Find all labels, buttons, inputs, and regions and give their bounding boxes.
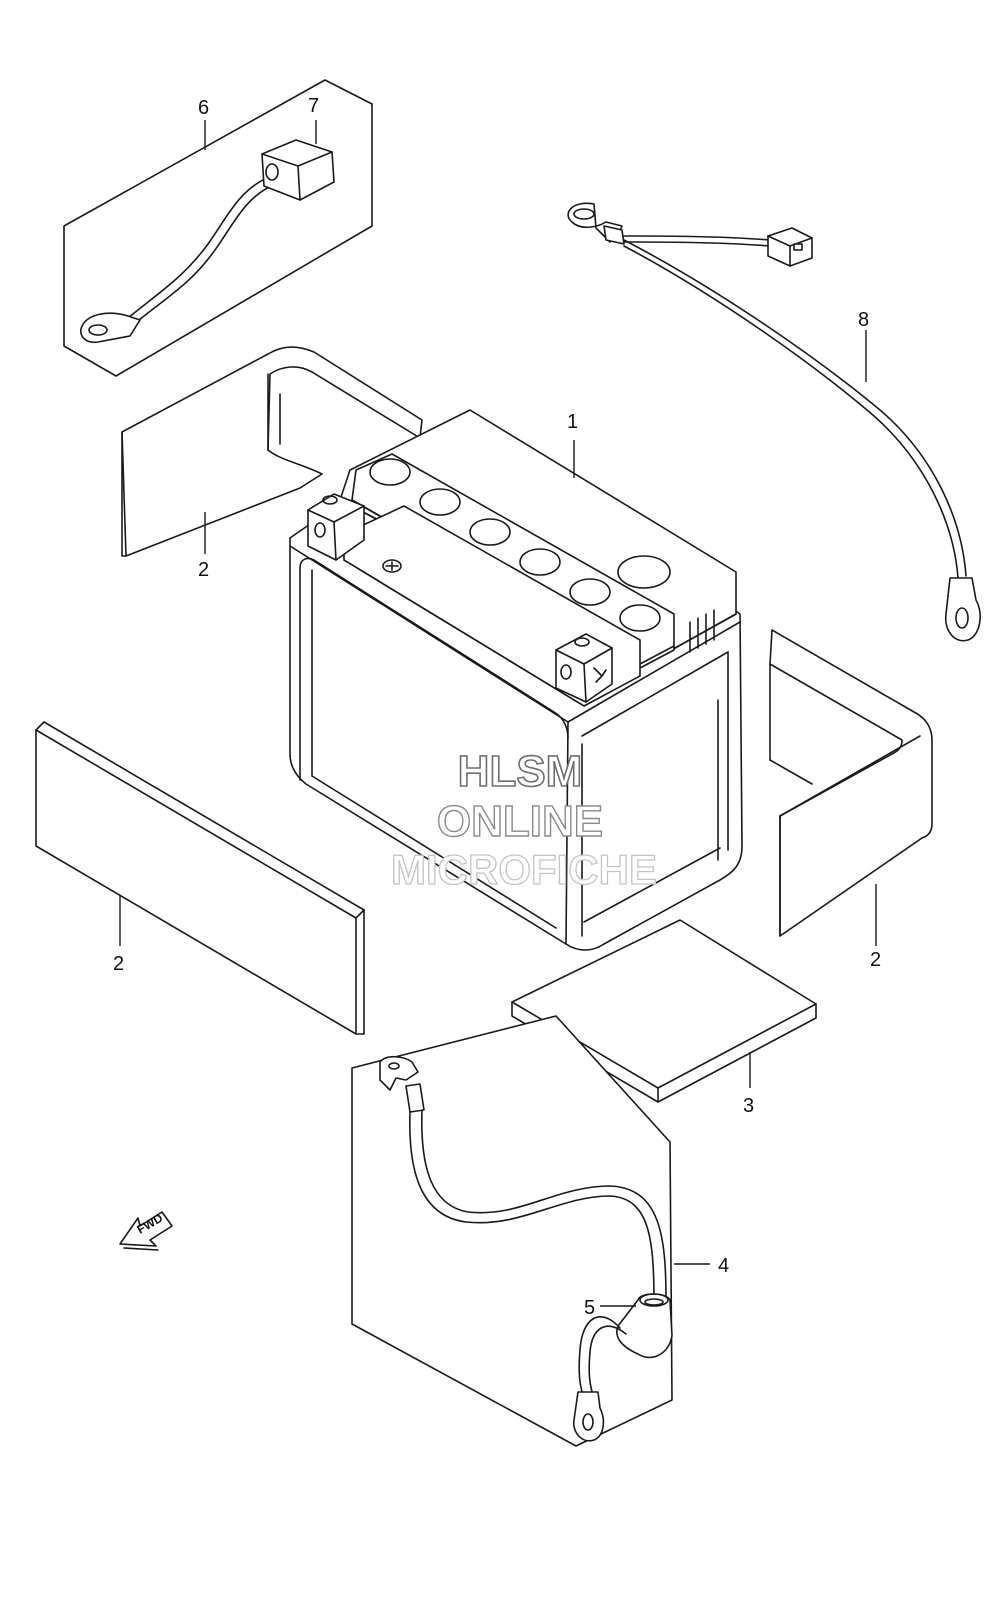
panel-part-4 [351,1015,673,1447]
battery-terminal-right [555,633,613,703]
callout-2-lower-left: 2 [113,953,124,975]
callout-5: 5 [584,1297,595,1319]
watermark-line-3: MICROFICHE [391,846,657,893]
watermark-line-1: HLSM [458,747,583,796]
connector-8 [767,227,813,267]
terminal-boot-5 [616,1293,673,1359]
pad-2-upper-left [121,346,423,557]
lead-wire-8 [567,202,981,642]
callout-numbers: 1 2 2 2 3 4 5 6 7 8 [113,95,881,1319]
callout-3: 3 [743,1095,754,1117]
battery-1 [289,409,743,951]
fwd-arrow-icon: FWD [119,1211,173,1251]
pad-2-right [769,629,933,937]
pad-2-lower-left [35,721,365,1035]
watermark: HLSM ONLINE MICROFICHE [390,746,657,893]
panel-part-6 [63,79,373,377]
callout-8: 8 [858,309,869,331]
watermark-line-2: ONLINE [437,797,603,846]
clamp-terminal-4 [379,1055,425,1113]
callout-4: 4 [718,1255,729,1277]
callout-7: 7 [308,95,319,117]
positive-mark-icon [382,559,402,573]
callout-1: 1 [567,411,578,433]
leader-lines [119,120,877,1307]
ring-terminal-6 [80,312,141,344]
callout-2-right: 2 [870,949,881,971]
battery-terminal-left [307,493,365,561]
battery-filler-caps [369,458,671,632]
battery-vent-slots [689,609,715,653]
callout-2-upper-left: 2 [198,559,209,581]
connector-cap-7 [261,139,335,201]
callout-6: 6 [198,97,209,119]
